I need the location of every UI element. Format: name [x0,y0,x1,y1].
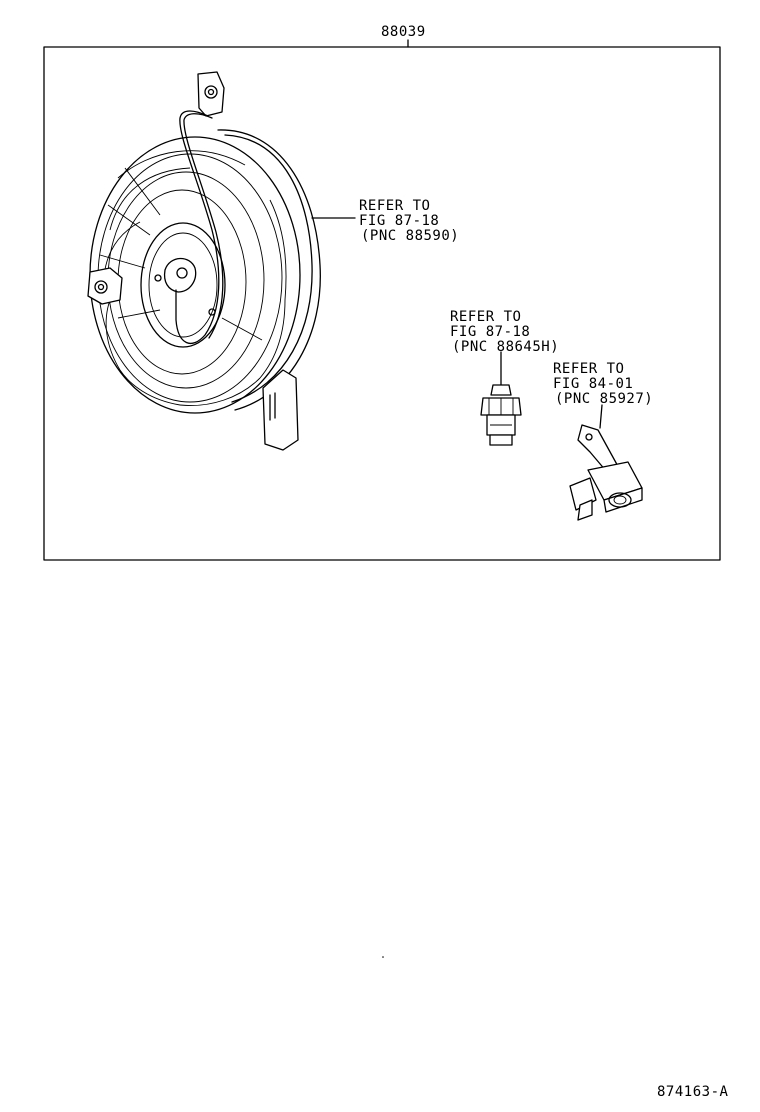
pressure-switch-drawing [480,351,522,446]
assembly-frame [43,39,721,561]
callout-line2: FIG 84-01 [553,376,634,392]
fan-motor-assembly-drawing [87,71,356,451]
stray-dot [382,956,384,958]
callout-line3: (PNC 88590) [361,228,460,244]
illustration-code: 874163-A [657,1084,729,1100]
assembly-part-number: 88039 [381,24,426,40]
callout-line3: (PNC 88645H) [452,339,560,355]
callout-line3: (PNC 85927) [555,391,654,407]
callout-line1: REFER TO [450,309,522,325]
callout-line2: FIG 87-18 [450,324,531,340]
sensor-connector-drawing [569,404,643,521]
callout-line1: REFER TO [553,361,625,377]
callout-line2: FIG 87-18 [359,213,440,229]
callout-line1: REFER TO [359,198,431,214]
